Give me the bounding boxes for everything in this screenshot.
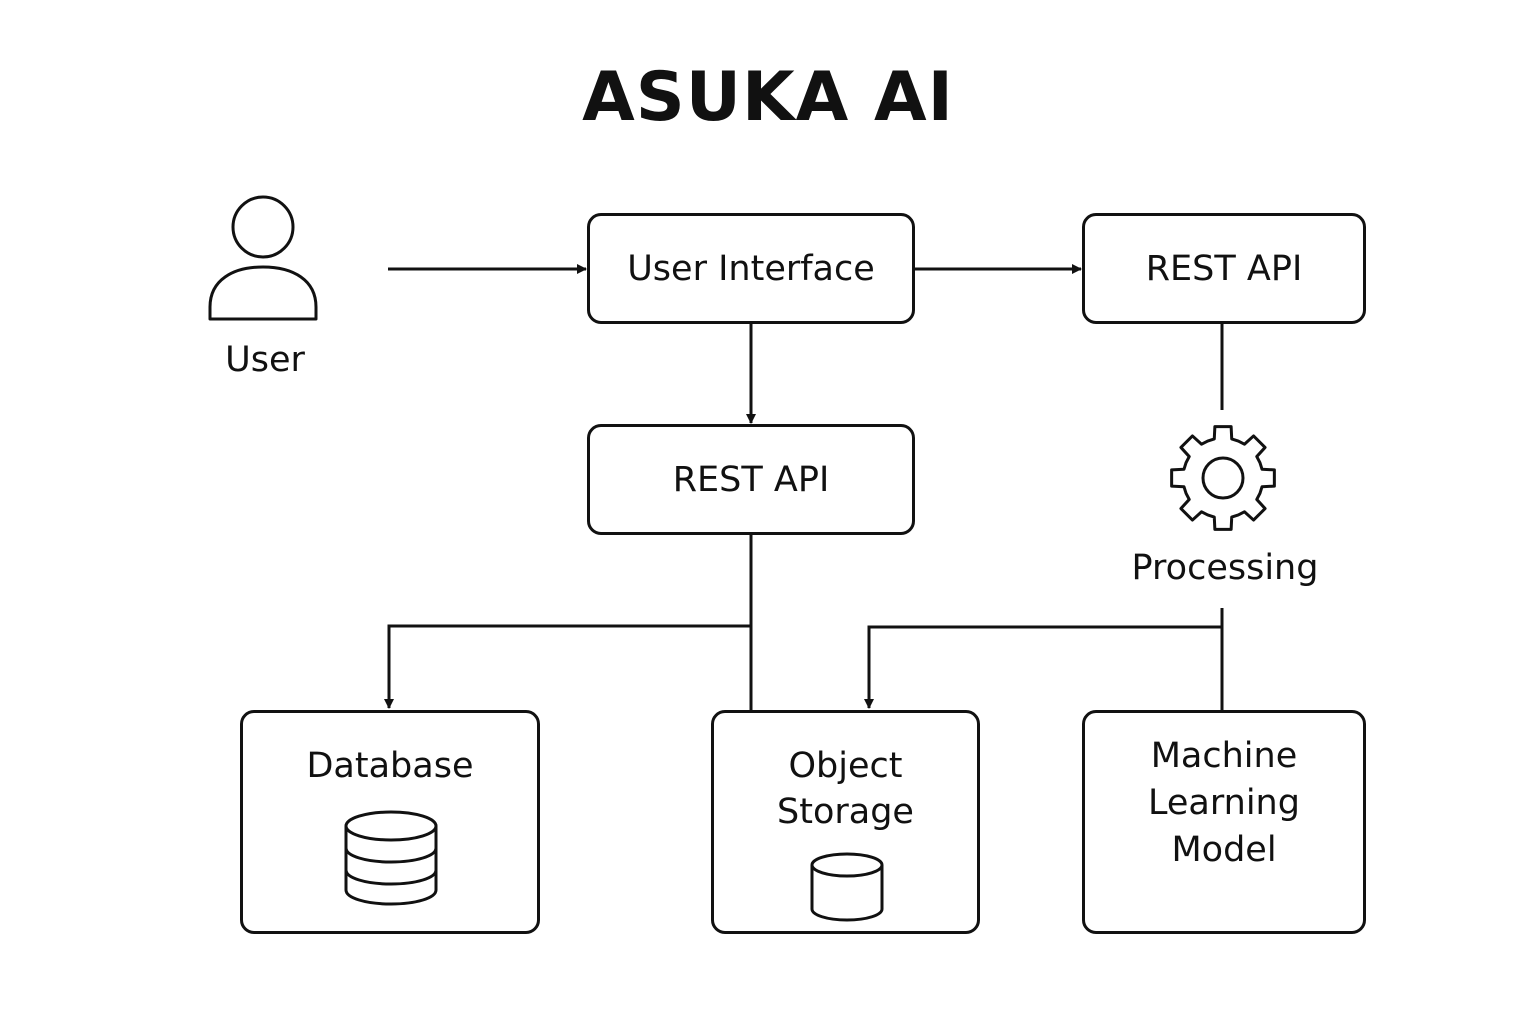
database-icon — [344, 810, 438, 906]
user-interface-box: User Interface — [587, 213, 915, 324]
edge-processing-to-object-storage — [864, 608, 1224, 709]
gear-icon — [1170, 425, 1276, 531]
database-label: Database — [306, 746, 474, 786]
user-label: User — [225, 340, 305, 380]
rest-api-top-label: REST API — [1145, 249, 1303, 289]
ml-model-box: Machine Learning Model — [1082, 710, 1366, 934]
object-storage-label-line-2: Storage — [777, 792, 914, 832]
rest-api-mid-box: REST API — [587, 424, 915, 535]
user-icon — [208, 195, 318, 321]
rest-api-top-box: REST API — [1082, 213, 1366, 324]
cylinder-icon — [810, 852, 884, 922]
rest-api-mid-label: REST API — [672, 460, 830, 500]
object-storage-box: Object Storage — [711, 710, 980, 934]
diagram-title: ASUKA AI — [582, 58, 954, 137]
processing-label: Processing — [1131, 548, 1319, 588]
ml-model-label-line-3: Model — [1171, 830, 1277, 870]
object-storage-label-line-1: Object — [788, 746, 903, 786]
edge-rest-api-mid-to-database — [384, 535, 753, 709]
ml-model-label-line-2: Learning — [1148, 783, 1300, 823]
ml-model-label-line-1: Machine — [1150, 736, 1298, 776]
user-interface-label: User Interface — [627, 249, 875, 289]
database-box: Database — [240, 710, 540, 934]
